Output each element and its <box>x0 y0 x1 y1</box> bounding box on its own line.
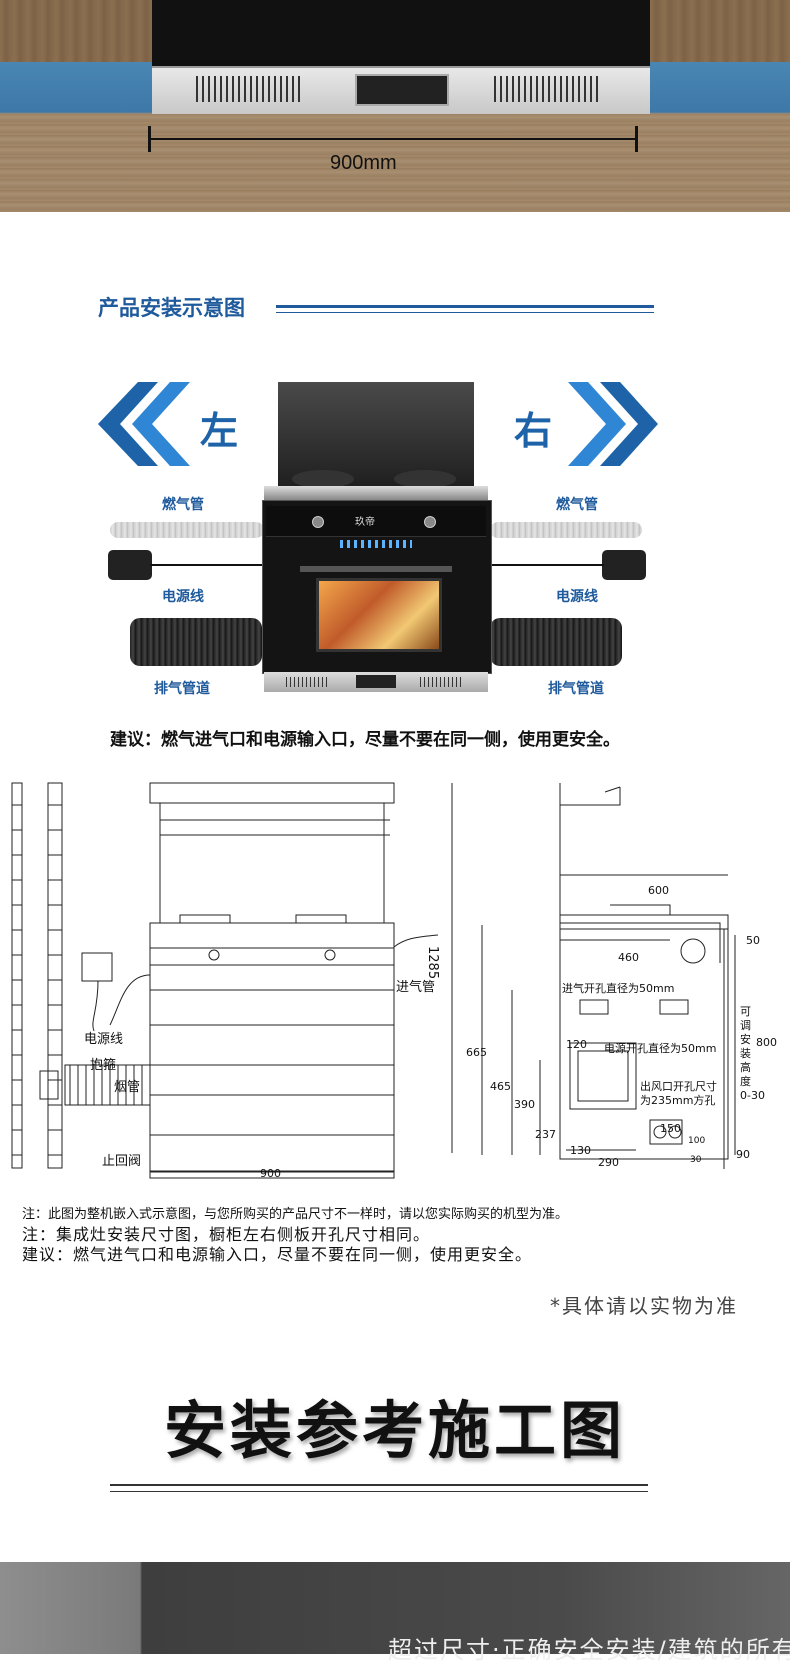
installation-reference-title: 安装参考施工图 <box>163 1394 626 1467</box>
dim-50: 50 <box>746 934 760 947</box>
power-plug-left-icon <box>108 550 152 580</box>
adjustable-char: 0-30 <box>740 1089 765 1102</box>
note-advice: 建议：燃气进气口和电源输入口，尽量不要在同一侧，使用更安全。 <box>22 1245 533 1264</box>
dim-100: 100 <box>688 1136 706 1146</box>
dim-460: 460 <box>618 951 639 964</box>
oven-handle <box>300 566 452 572</box>
dim-30: 30 <box>690 1155 702 1165</box>
gas-hole-note: 进气开孔直径为50mm <box>562 982 675 995</box>
installation-advice: 建议：燃气进气口和电源输入口，尽量不要在同一侧，使用更安全。 <box>110 730 620 750</box>
wood-cabinet-right <box>650 0 790 62</box>
dim-237: 237 <box>535 1128 556 1141</box>
note-install-size: 注：集成灶安装尺寸图，橱柜左右侧板开孔尺寸相同。 <box>22 1225 431 1244</box>
base-vent-left <box>286 677 330 687</box>
dim-665: 665 <box>466 1046 487 1059</box>
burner-left <box>292 470 354 488</box>
knob-left-icon <box>312 516 324 528</box>
section-title: 产品安装示意图 <box>98 296 245 320</box>
adjustable-char: 高 <box>740 1061 751 1074</box>
adjustable-char: 安 <box>740 1033 751 1046</box>
width-dimension-line <box>148 126 638 152</box>
control-panel <box>266 506 486 537</box>
adjustable-char: 度 <box>740 1075 751 1088</box>
label-power-cord: 电源线 <box>84 1032 124 1047</box>
vent-grille-right <box>494 76 598 102</box>
base-slot <box>355 74 449 106</box>
outlet-hole-note-1: 出风口开孔尺寸 <box>640 1080 717 1093</box>
right-side-word: 右 <box>514 409 553 453</box>
dim-800: 800 <box>756 1036 777 1049</box>
exhaust-duct-right <box>490 618 622 666</box>
power-plug-right-icon <box>602 550 646 580</box>
installation-dimension-drawing <box>11 782 736 1179</box>
dim-130: 130 <box>570 1144 591 1157</box>
adjustable-char: 装 <box>740 1047 751 1060</box>
gas-pipe-left <box>110 522 264 538</box>
adjustable-char: 调 <box>740 1019 751 1032</box>
brand-logo: 玖帝 <box>355 517 375 528</box>
gas-pipe-right <box>490 522 642 538</box>
vent-grille-left <box>196 76 300 102</box>
wood-cabinet-left <box>0 0 152 62</box>
stove-front-panel <box>152 0 650 66</box>
power-hole-note: 电源开孔直径为50mm <box>604 1042 717 1055</box>
reference-title-rule <box>110 1484 648 1492</box>
notes-block: 注：此图为整机嵌入式示意图，与您所购买的产品尺寸不一样时，请以您实际购买的机型为… <box>22 1205 568 1265</box>
top-product-photo: 900mm <box>0 0 790 212</box>
dim-390: 390 <box>514 1098 535 1111</box>
dim-150: 150 <box>660 1122 681 1135</box>
dim-600: 600 <box>648 884 669 897</box>
outlet-hole-note-2: 为235mm方孔 <box>640 1094 716 1107</box>
base-vent-right <box>420 677 464 687</box>
adjustable-height-note: 可 调 安 装 高 度 0-30 <box>740 1005 765 1103</box>
label-inlet-pipe: 进气管 <box>396 980 436 995</box>
exhaust-duct-left <box>130 618 262 666</box>
dim-900: 900 <box>260 1167 281 1180</box>
dim-465: 465 <box>490 1080 511 1093</box>
actual-product-disclaimer: *具体请以实物为准 <box>550 1294 738 1318</box>
adjustable-char: 可 <box>740 1005 751 1018</box>
exhaust-label-left: 排气管道 <box>154 681 210 697</box>
wood-counter <box>0 114 790 212</box>
burner-right <box>394 470 456 488</box>
power-cord-left <box>150 564 264 566</box>
left-chevron-icon <box>98 382 190 466</box>
label-flue-pipe: 烟管 <box>114 1080 141 1095</box>
left-side-word: 左 <box>200 409 239 453</box>
base-slot-small <box>356 675 396 688</box>
oven-window <box>316 578 442 652</box>
dim-90: 90 <box>736 1148 750 1161</box>
dim-1285: 1285 <box>425 946 440 980</box>
knob-right-icon <box>424 516 436 528</box>
note-embedded-diagram: 注：此图为整机嵌入式示意图，与您所购买的产品尺寸不一样时，请以您实际购买的机型为… <box>22 1207 569 1222</box>
gas-pipe-label-right: 燃气管 <box>556 497 598 513</box>
width-dimension-label: 900mm <box>330 152 397 174</box>
dim-120: 120 <box>566 1038 587 1051</box>
label-clamp: 抱箍 <box>90 1058 117 1073</box>
exhaust-label-right: 排气管道 <box>548 681 604 697</box>
power-cord-label-right: 电源线 <box>556 589 598 605</box>
label-check-valve: 止回阀 <box>102 1154 142 1169</box>
bottom-photo-band <box>0 1562 790 1654</box>
dim-290: 290 <box>598 1156 619 1169</box>
gas-pipe-label-left: 燃气管 <box>162 497 204 513</box>
touch-display <box>340 540 412 548</box>
power-cord-label-left: 电源线 <box>162 589 204 605</box>
power-cord-right <box>490 564 604 566</box>
bottom-band-text: 超过尺寸·正确安全安装/建筑的所有 <box>388 1636 790 1664</box>
section-title-rule <box>276 305 654 313</box>
stove-top <box>264 486 488 500</box>
right-chevron-icon <box>568 382 658 466</box>
